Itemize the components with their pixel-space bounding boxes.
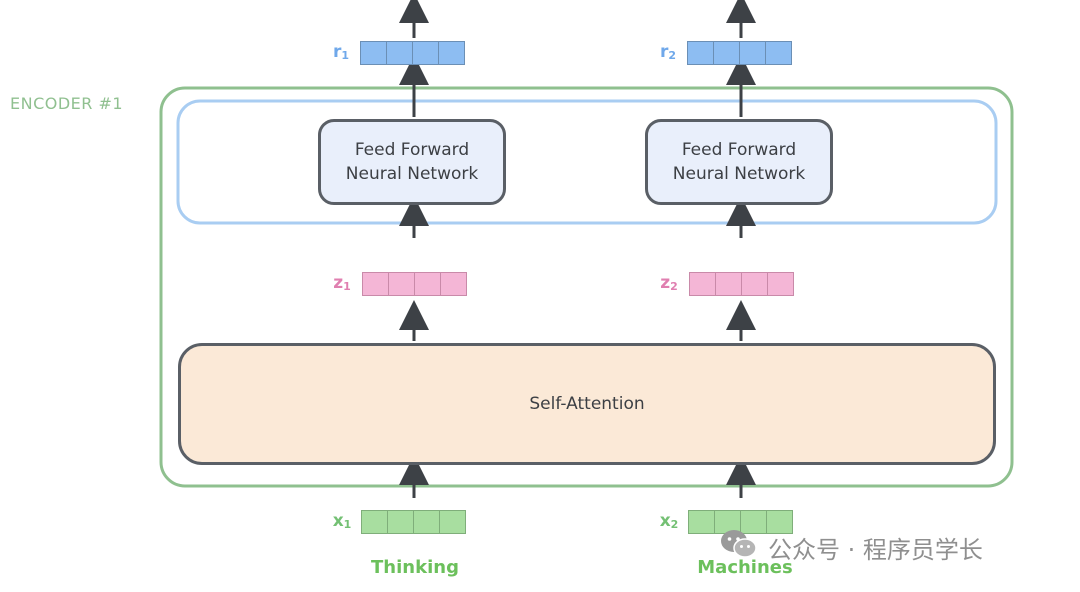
watermark: 公众号 · 程序员学长	[720, 528, 983, 566]
intermediate-vector-2	[689, 272, 794, 296]
intermediate-label-1: z1	[329, 273, 355, 293]
encoder-container	[159, 86, 1014, 488]
ffn-layer-container	[176, 99, 998, 225]
self-attention-label: Self-Attention	[529, 394, 645, 414]
output-index-1: 1	[341, 49, 350, 62]
vector-cell	[688, 510, 715, 534]
feed-forward-box-2: Feed Forward Neural Network	[645, 119, 833, 205]
intermediate-index-1: 1	[343, 280, 351, 293]
intermediate-letter-1: z	[333, 273, 344, 293]
vector-cell	[741, 272, 768, 296]
input-letter-1: x	[332, 511, 344, 531]
vector-cell	[715, 272, 742, 296]
vector-cell	[767, 272, 794, 296]
vector-cell	[412, 41, 439, 65]
input-label-2: x2	[656, 511, 682, 531]
ffn-label-line1: Feed Forward	[681, 140, 797, 160]
vector-cell	[361, 510, 388, 534]
vector-cell	[689, 272, 716, 296]
output-label-2: r2	[655, 42, 681, 62]
vector-cell	[362, 272, 389, 296]
vector-cell	[413, 510, 440, 534]
input-word-1: Thinking	[371, 557, 459, 578]
encoder-label: ENCODER #1	[10, 94, 124, 113]
watermark-text: 公众号 · 程序员学长	[768, 535, 983, 564]
vector-cell	[439, 510, 466, 534]
intermediate-letter-2: z	[660, 273, 671, 293]
intermediate-vector-1	[362, 272, 467, 296]
output-vector-1	[360, 41, 465, 65]
vector-cell	[438, 41, 465, 65]
vector-cell	[388, 272, 415, 296]
self-attention-box: Self-Attention	[178, 343, 996, 465]
input-vector-1	[361, 510, 466, 534]
input-vector-2	[688, 510, 793, 534]
input-letter-2: x	[659, 511, 671, 531]
output-index-2: 2	[668, 49, 677, 62]
ffn-label-line2: Neural Network	[672, 164, 806, 184]
input-index-1: 1	[343, 518, 352, 531]
input-index-2: 2	[670, 518, 679, 531]
vector-cell	[713, 41, 740, 65]
vector-cell	[765, 41, 792, 65]
output-letter-2: r	[659, 42, 669, 62]
intermediate-label-2: z2	[656, 273, 682, 293]
vector-cell	[766, 510, 793, 534]
output-vector-2	[687, 41, 792, 65]
vector-cell	[387, 510, 414, 534]
input-label-1: x1	[329, 511, 355, 531]
intermediate-index-2: 2	[670, 280, 678, 293]
output-letter-1: r	[332, 42, 342, 62]
input-word-2: Machines	[697, 557, 793, 578]
vector-cell	[739, 41, 766, 65]
wechat-icon	[720, 528, 758, 566]
ffn-label-line1: Feed Forward	[354, 140, 470, 160]
vector-cell	[360, 41, 387, 65]
ffn-label-line2: Neural Network	[345, 164, 479, 184]
output-label-1: r1	[328, 42, 354, 62]
vector-cell	[386, 41, 413, 65]
vector-cell	[687, 41, 714, 65]
feed-forward-box-1: Feed Forward Neural Network	[318, 119, 506, 205]
vector-cell	[414, 272, 441, 296]
vector-cell	[440, 272, 467, 296]
